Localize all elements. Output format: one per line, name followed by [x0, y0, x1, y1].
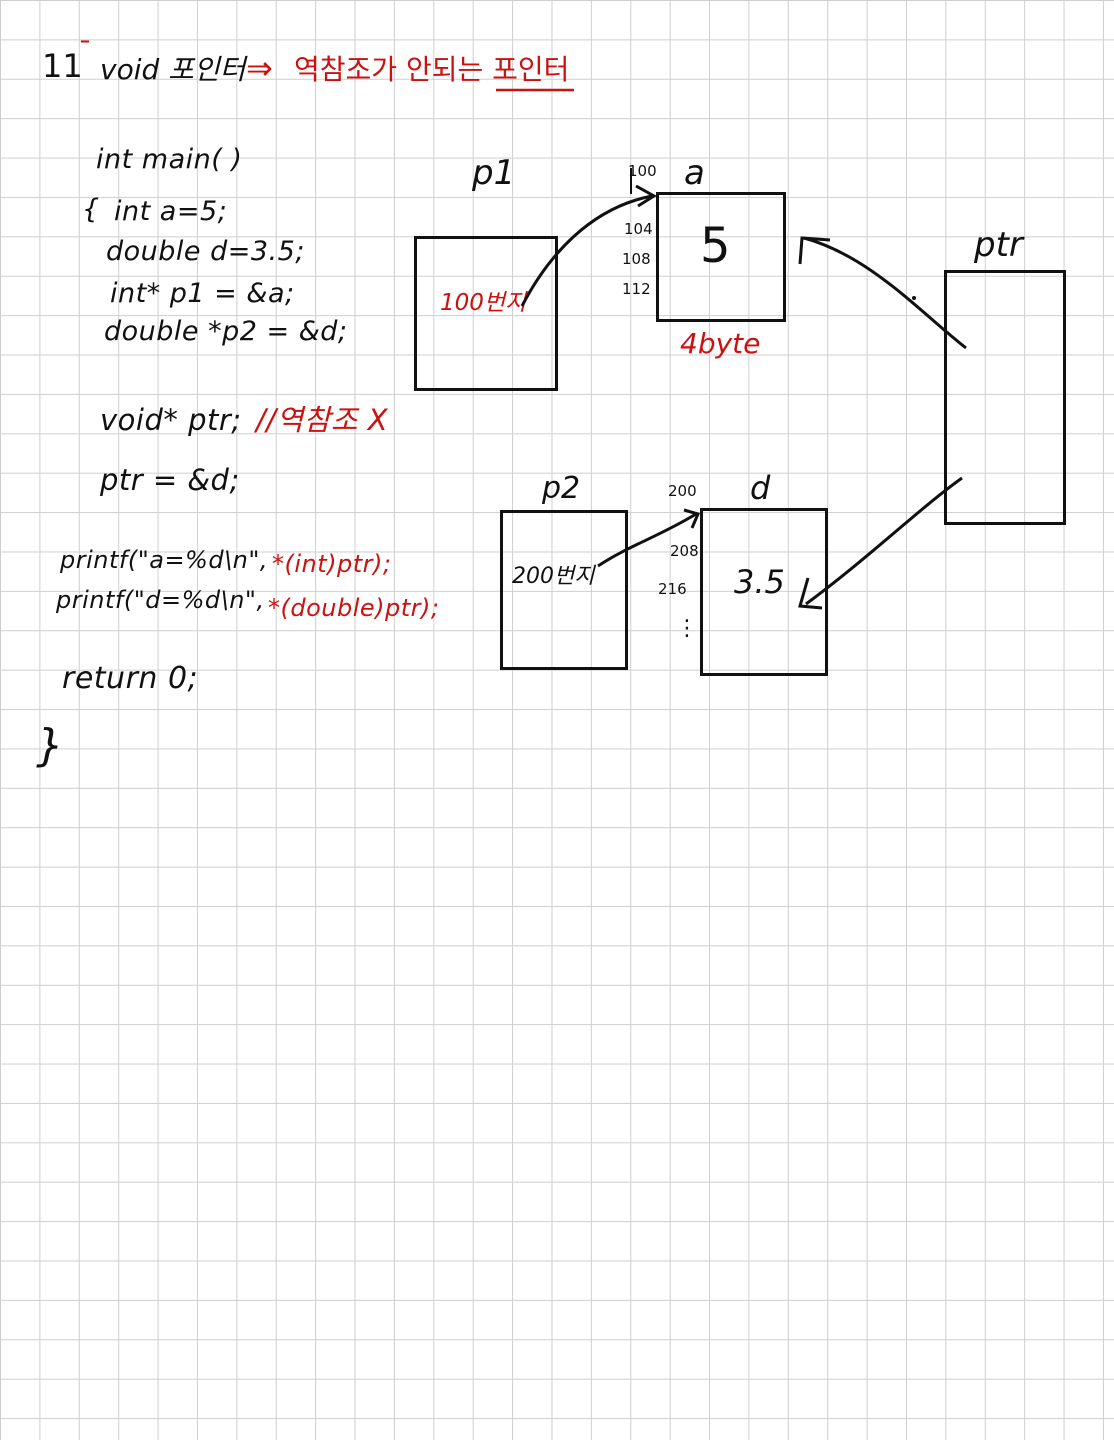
- d-address-208: 208: [670, 542, 699, 560]
- heading-arrow: ⇒: [246, 49, 273, 87]
- a-size: 4byte: [680, 327, 761, 360]
- a-address-100: 100: [628, 162, 657, 180]
- d-address-200: 200: [668, 482, 697, 500]
- arrow-ptr-to-d: [805, 476, 963, 606]
- box-p1: [414, 236, 558, 391]
- label-p2: p2: [542, 471, 581, 506]
- label-ptr: ptr: [974, 225, 1023, 265]
- p2-value: 200번지: [512, 564, 595, 589]
- a-address-112: 112: [622, 280, 651, 298]
- a-value: 5: [700, 218, 731, 274]
- code-line-ptr-assign: ptr = &d;: [100, 463, 240, 497]
- code-line-printf-d: printf("d=%d\n",: [56, 586, 265, 614]
- code-cast-int: *(int)ptr);: [272, 550, 392, 578]
- a-address-104: 104: [624, 220, 653, 238]
- box-ptr: [944, 270, 1066, 525]
- note-number: 11: [42, 47, 83, 85]
- arrow-ptr-to-a: [803, 236, 967, 350]
- code-line-double-d: double d=3.5;: [106, 236, 305, 267]
- box-d: [700, 508, 828, 676]
- code-brace-close: }: [36, 720, 65, 771]
- code-line-printf-a: printf("a=%d\n",: [60, 546, 269, 574]
- heading-right: 역참조가 안되는 포인터: [294, 53, 570, 86]
- code-comment-no-deref: //역참조 X: [256, 403, 389, 437]
- d-address-216: 216: [658, 580, 687, 598]
- label-d: d: [750, 469, 771, 507]
- code-line-p1: int* p1 = &a;: [110, 278, 295, 309]
- a-address-108: 108: [622, 250, 651, 268]
- code-line-int-a: int a=5;: [114, 196, 228, 227]
- code-line-p2: double *p2 = &d;: [104, 316, 348, 347]
- code-line-return: return 0;: [62, 661, 199, 696]
- heading-dash: ¯: [78, 35, 92, 68]
- box-p2: [500, 510, 628, 670]
- arrow-ptr-to-d-head: [798, 577, 823, 610]
- heading-left: void 포인터: [100, 53, 246, 86]
- arrow-ptr-to-a-head: [798, 236, 831, 265]
- arrow-p2-to-d: [597, 512, 697, 568]
- code-line-main: int main( ): [96, 144, 243, 175]
- code-cast-double: *(double)ptr);: [268, 594, 440, 622]
- arrow-p2-to-d-head: [683, 508, 701, 529]
- label-a: a: [684, 153, 705, 193]
- stray-dot: [912, 296, 916, 300]
- code-brace-open: {: [82, 194, 100, 225]
- arrow-p1-to-a: [520, 194, 653, 307]
- arrow-p1-to-a-head: [635, 184, 657, 208]
- p1-value: 100번지: [440, 290, 527, 316]
- d-value: 3.5: [734, 563, 785, 601]
- code-line-void-ptr: void* ptr;: [100, 403, 242, 437]
- label-p1: p1: [472, 153, 516, 193]
- box-a: [656, 192, 786, 322]
- d-address-more: ⋮: [676, 616, 698, 641]
